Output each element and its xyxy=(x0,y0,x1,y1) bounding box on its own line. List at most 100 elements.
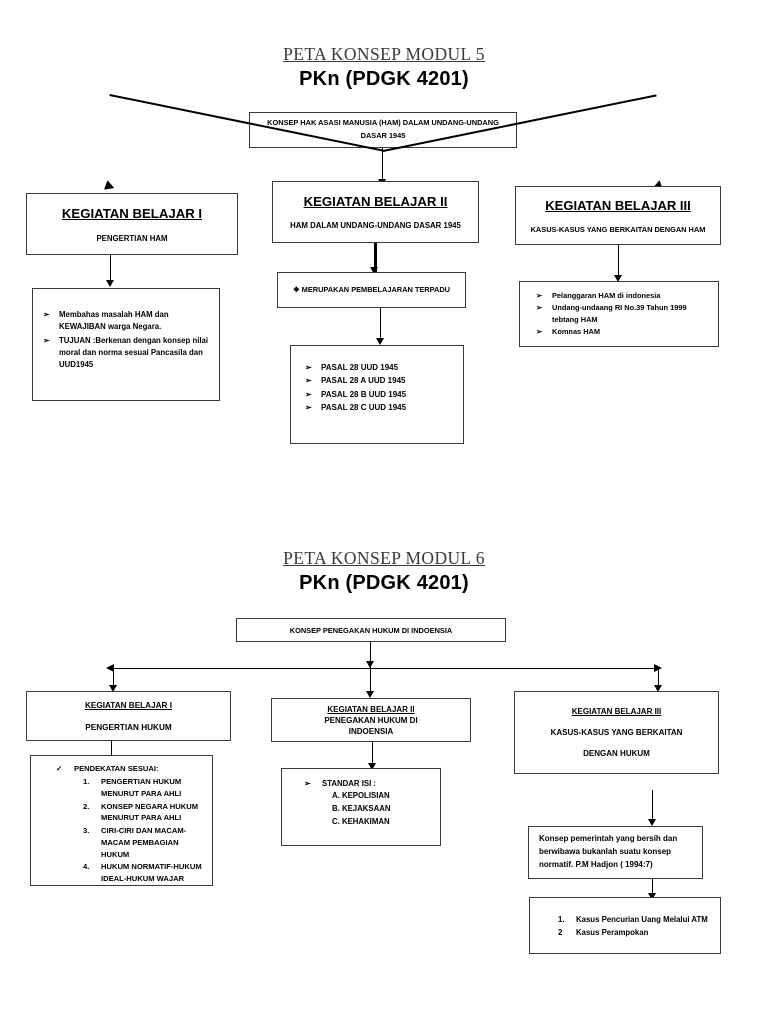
m6-branch2-sub-line2: INDOENSIA xyxy=(348,726,394,736)
m6-branch2-list-title-text: STANDAR ISI : xyxy=(322,779,376,788)
list-item-text: CIRI-CIRI DAN MACAM-MACAM PEMBAGIAN HUKU… xyxy=(101,826,187,859)
list-item-number: 4. xyxy=(83,862,90,872)
m5-branch2-header: KEGIATAN BELAJAR II xyxy=(303,194,448,209)
m6-branch2-list: A. KEPOLISIAN B. KEJAKSAAN C. KEHAKIMAN xyxy=(304,790,390,829)
list-item: ➢ PASAL 28 B UUD 1945 xyxy=(305,389,406,401)
module5-title: PETA KONSEP MODUL 5 xyxy=(283,44,485,64)
list-item: ➢ Undang-undaang RI No.39 Tahun 1999 teb… xyxy=(536,302,710,325)
m6-branch3-quote-box: Konsep pemerintah yang bersih dan berwib… xyxy=(528,826,703,879)
list-item-text: PASAL 28 A UUD 1945 xyxy=(321,376,406,386)
list-item-text: Kasus Pencurian Uang Melalui ATM xyxy=(576,915,708,924)
m6-branch2-list-title: ➢ STANDAR ISI : xyxy=(304,779,376,788)
m6-branch1-header: KEGIATAN BELAJAR I xyxy=(84,700,173,710)
m5-branch1-header: KEGIATAN BELAJAR I xyxy=(61,205,203,221)
list-item-number: 1. xyxy=(83,777,90,786)
m6-branch2-connector-arrow xyxy=(368,763,376,770)
list-item: 3. CIRI-CIRI DAN MACAM-MACAM PEMBAGIAN H… xyxy=(83,825,206,860)
m6-drop-right-arrow xyxy=(654,685,662,692)
check-bullet-icon: ✓ xyxy=(56,764,63,773)
list-item-text: PASAL 28 C UUD 1945 xyxy=(321,403,407,413)
list-item-text: Membahas masalah HAM dan KEWAJIBAN warga… xyxy=(59,310,169,332)
list-item-text: HUKUM NORMATIF-HUKUM IDEAL-HUKUM WAJAR xyxy=(101,862,202,884)
m6-drop-left-arrow xyxy=(109,685,117,692)
m6-root-stem-arrow xyxy=(366,661,374,668)
list-item-number: 2. xyxy=(83,801,90,811)
m5-branch2-connector2-arrow xyxy=(376,338,384,345)
list-item-number: 3. xyxy=(83,826,90,836)
list-item: ➢ PASAL 28 C UUD 1945 xyxy=(305,402,407,414)
list-item-text: PENGERTIAN HUKUM MENURUT PARA AHLI xyxy=(101,777,182,798)
m5-branch1-sub: PENGERTIAN HAM xyxy=(96,233,168,243)
list-item: ➢ PASAL 28 A UUD 1945 xyxy=(305,375,406,387)
m5-branch1-connector-arrow xyxy=(106,280,114,287)
arrowhead-bullet-icon: ➢ xyxy=(304,779,311,788)
m5-branch3-header: KEGIATAN BELAJAR III xyxy=(545,197,691,213)
m5-root-stem xyxy=(382,148,384,181)
m6-branch3-sub-line2: DENGAN HUKUM xyxy=(583,749,650,758)
m6-root-text: KONSEP PENEGAKAN HUKUM DI INDOENSIA xyxy=(289,625,453,635)
m6-branch3-box: KEGIATAN BELAJAR III KASUS-KASUS YANG BE… xyxy=(514,691,719,774)
m6-branch3-connector xyxy=(652,790,654,822)
list-item-text: Pelanggaran HAM di indonesia xyxy=(552,291,661,300)
module6-subtitle: PKn (PDGK 4201) xyxy=(299,572,469,594)
m5-branch3-sub: KASUS-KASUS YANG BERKAITAN DENGAN HAM xyxy=(530,224,706,234)
m5-branch3-connector-arrow xyxy=(614,275,622,282)
m5-branch2-sub: HAM DALAM UNDANG-UNDANG DASAR 1945 xyxy=(290,221,461,230)
m5-branch2-mid-text: ❖ MERUPAKAN PEMBELAJARAN TERPADU xyxy=(293,283,450,296)
m6-branch1-list: 1. PENGERTIAN HUKUM MENURUT PARA AHLI 2.… xyxy=(56,776,206,885)
list-item: ➢ TUJUAN :Berkenan dengan konsep nilai m… xyxy=(43,335,209,371)
list-item-number: 1. xyxy=(558,915,565,924)
m6-branch2-box: KEGIATAN BELAJAR II PENEGAKAN HUKUM DI I… xyxy=(271,698,471,742)
m6-drop-left xyxy=(113,668,115,688)
m6-branch3-connector2-arrow xyxy=(648,893,656,900)
m6-branch1-list-title-text: PENDEKATAN SESUAI: xyxy=(74,764,159,773)
list-item: ➢ Membahas masalah HAM dan KEWAJIBAN war… xyxy=(43,309,209,333)
list-item: C. KEHAKIMAN xyxy=(332,817,390,827)
list-item-text: KONSEP NEGARA HUKUM MENURUT PARA AHLI xyxy=(101,801,199,823)
module5-title-block: PETA KONSEP MODUL 5 PKn (PDGK 4201) xyxy=(0,44,768,91)
diamond-bullet-icon: ❖ xyxy=(292,285,300,295)
list-item-text: PASAL 28 UUD 1945 xyxy=(321,363,399,372)
m5-root-branch-left-arrow xyxy=(104,180,116,193)
m5-branch3-box: KEGIATAN BELAJAR III KASUS-KASUS YANG BE… xyxy=(515,186,721,245)
list-item: 2 Kasus Perampokan xyxy=(558,927,708,939)
m5-branch3-detail-list: ➢ Pelanggaran HAM di indonesia ➢ Undang-… xyxy=(536,290,710,339)
m6-branch3-header: KEGIATAN BELAJAR III xyxy=(571,707,662,716)
m5-branch2-connector-arrow xyxy=(370,267,378,274)
m5-branch2-mid-box: ❖ MERUPAKAN PEMBELAJARAN TERPADU xyxy=(277,272,466,308)
m5-branch2-box: KEGIATAN BELAJAR II HAM DALAM UNDANG-UND… xyxy=(272,181,479,243)
m6-branch1-list-title: ✓ PENDEKATAN SESUAI: xyxy=(56,764,159,773)
list-item-text: TUJUAN :Berkenan dengan konsep nilai mor… xyxy=(59,336,209,370)
m5-branch2-connector xyxy=(374,243,377,272)
m5-branch1-connector xyxy=(110,255,112,282)
list-item: 4. HUKUM NORMATIF-HUKUM IDEAL-HUKUM WAJA… xyxy=(83,861,206,885)
m6-branch3-connector-arrow xyxy=(648,819,656,826)
arrowhead-bullet-icon: ➢ xyxy=(536,291,543,300)
arrowhead-bullet-icon: ➢ xyxy=(305,363,312,372)
m6-root-stem xyxy=(370,642,372,668)
arrowhead-bullet-icon: ➢ xyxy=(536,303,543,313)
m6-branch2-connector xyxy=(372,742,374,766)
list-item: 1. PENGERTIAN HUKUM MENURUT PARA AHLI xyxy=(83,776,206,800)
m5-root-box: KONSEP HAK ASASI MANUSIA (HAM) DALAM UND… xyxy=(249,112,517,148)
list-item-text: Undang-undaang RI No.39 Tahun 1999 tebta… xyxy=(552,303,687,324)
m6-branch1-sub: PENGERTIAN HUKUM xyxy=(85,722,172,732)
list-item: ➢ PASAL 28 UUD 1945 xyxy=(305,362,406,374)
m5-branch1-detail-box: ➢ Membahas masalah HAM dan KEWAJIBAN war… xyxy=(32,288,220,401)
m5-branch1-box: KEGIATAN BELAJAR I PENGERTIAN HAM xyxy=(26,193,238,255)
m5-branch2-connector2 xyxy=(380,308,382,340)
m6-branch3-quote-text: Konsep pemerintah yang bersih dan berwib… xyxy=(539,834,678,869)
list-item-number: 2 xyxy=(558,928,563,938)
m5-branch1-detail-list: ➢ Membahas masalah HAM dan KEWAJIBAN war… xyxy=(43,309,209,372)
m6-drop-right xyxy=(658,668,660,688)
list-item: A. KEPOLISIAN xyxy=(332,791,390,800)
m5-branch2-detail-list: ➢ PASAL 28 UUD 1945 ➢ PASAL 28 A UUD 194… xyxy=(305,362,407,416)
m6-branch1-box: KEGIATAN BELAJAR I PENGERTIAN HUKUM xyxy=(26,691,231,741)
m6-branch2-detail-box: ➢ STANDAR ISI : A. KEPOLISIAN B. KEJAKSA… xyxy=(281,768,441,846)
list-item: B. KEJAKSAAN xyxy=(332,804,391,814)
m6-branch3-connector2 xyxy=(652,879,654,897)
list-item: 1. Kasus Pencurian Uang Melalui ATM xyxy=(558,914,708,926)
m5-branch2-detail-box: ➢ PASAL 28 UUD 1945 ➢ PASAL 28 A UUD 194… xyxy=(290,345,464,444)
m6-branch1-connector xyxy=(111,741,113,765)
